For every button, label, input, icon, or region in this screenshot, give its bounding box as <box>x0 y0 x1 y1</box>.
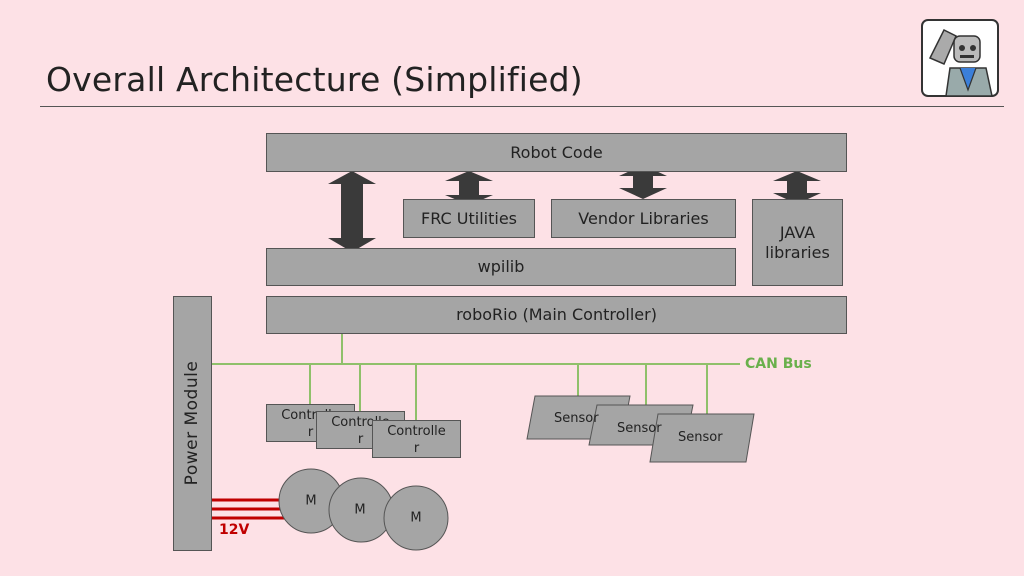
sensor-label-1: Sensor <box>554 411 599 426</box>
power-module-box <box>173 296 212 551</box>
frc-utilities-box: FRC Utilities <box>403 199 535 238</box>
robot-salute-logo <box>921 19 999 97</box>
sensor-label-2: Sensor <box>617 421 662 436</box>
motor-3 <box>383 485 449 551</box>
robot-code-box: Robot Code <box>266 133 847 172</box>
roborio-box: roboRio (Main Controller) <box>266 296 847 334</box>
vendor-libraries-label: Vendor Libraries <box>578 208 709 228</box>
can-bus-label: CAN Bus <box>745 356 812 372</box>
double-arrow-frc <box>445 171 493 205</box>
double-arrow-vendor <box>619 165 667 199</box>
voltage-label: 12V <box>219 522 250 538</box>
wpilib-box: wpilib <box>266 248 736 286</box>
roborio-label: roboRio (Main Controller) <box>456 305 657 324</box>
controller-label: Controlle r <box>387 424 446 456</box>
vendor-libraries-box: Vendor Libraries <box>551 199 736 238</box>
java-libraries-label: JAVA libraries <box>765 222 830 262</box>
can-bus-lines <box>212 334 740 420</box>
motor-label-2: M <box>354 502 366 518</box>
sensor-label-3: Sensor <box>678 430 723 445</box>
motor-label-3: M <box>410 510 422 526</box>
double-arrow-robotcode-wpilib <box>328 171 376 252</box>
frc-utilities-label: FRC Utilities <box>421 208 517 228</box>
controller-box-3: Controlle r <box>372 420 461 458</box>
java-libraries-box: JAVA libraries <box>752 199 843 286</box>
title-divider <box>40 106 1004 107</box>
robot-code-label: Robot Code <box>510 142 603 162</box>
sensor-shape-3 <box>649 413 755 463</box>
page-title: Overall Architecture (Simplified) <box>46 60 583 99</box>
power-module-label: Power Module <box>182 360 202 486</box>
double-arrow-java <box>773 171 821 204</box>
motor-label-1: M <box>305 493 317 509</box>
wpilib-label: wpilib <box>477 257 525 276</box>
